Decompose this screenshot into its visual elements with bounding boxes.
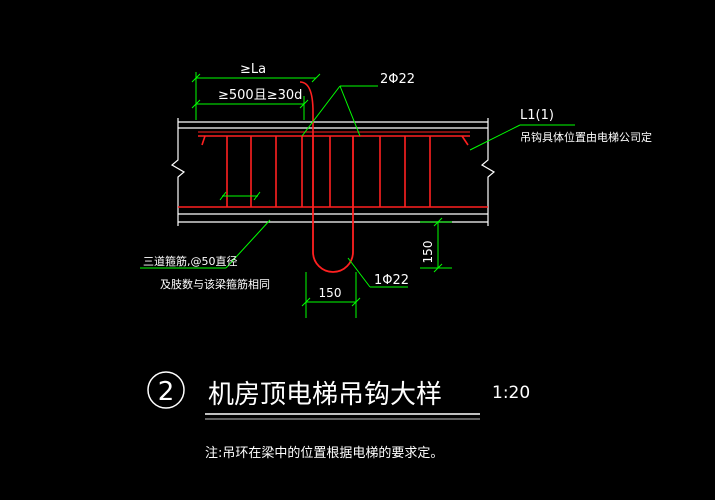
detail-number-circle bbox=[147, 371, 185, 409]
detail-scale: 1:20 bbox=[492, 383, 530, 403]
detail-number: 2 bbox=[158, 377, 175, 407]
depth-dimension-label: 150 bbox=[421, 241, 435, 264]
stirrup-note-line1: 三道箍筋,@50直径 bbox=[143, 254, 238, 268]
anchor-min-label: ≥500且≥30d bbox=[218, 88, 302, 103]
footnote: 注:吊环在梁中的位置根据电梯的要求定。 bbox=[205, 445, 443, 461]
anchor-length-label: ≥La bbox=[240, 62, 266, 77]
lifting-hook bbox=[312, 136, 354, 273]
beam-id-label: L1(1) bbox=[520, 108, 554, 123]
dimension-lines bbox=[140, 72, 575, 318]
detail-title: 机房顶电梯吊钩大样 bbox=[208, 380, 442, 410]
beam-outline bbox=[170, 118, 496, 226]
hook-note-label: 吊钩具体位置由电梯公司定 bbox=[520, 130, 652, 144]
stirrup-note-line2: 及肢数与该梁箍筋相同 bbox=[160, 277, 270, 291]
top-bars-label: 2Φ22 bbox=[380, 72, 415, 87]
rebar bbox=[178, 81, 488, 273]
hook-bar-label: 1Φ22 bbox=[374, 273, 409, 288]
width-dimension-label: 150 bbox=[319, 286, 342, 300]
